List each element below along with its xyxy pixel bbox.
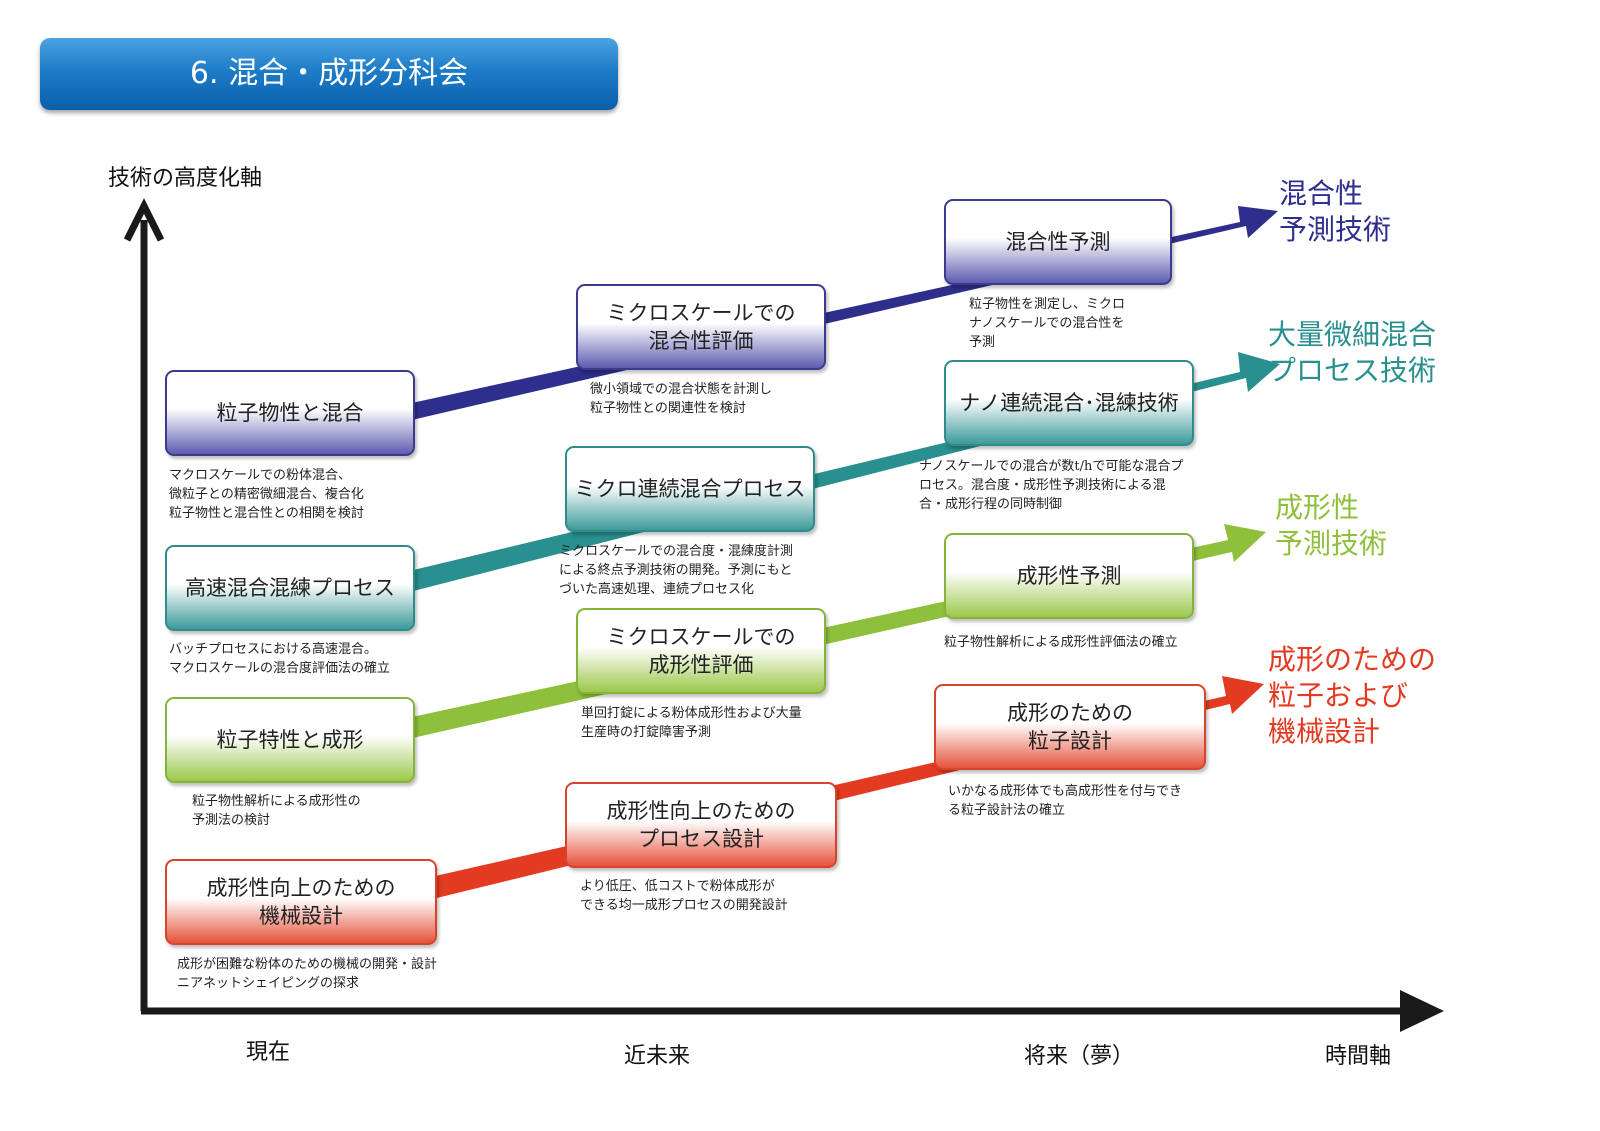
stage-title: ミクロスケールでの	[606, 301, 796, 325]
y-axis-label: 技術の高度化軸	[108, 166, 263, 191]
stage-desc-teal-3: ナノスケールでの混合が数t/hで可能な混合プ ロセス。混合度・成形性予測技術によ…	[919, 459, 1184, 512]
stage-box-blue-2: ミクロスケールでの 混合性評価	[576, 284, 826, 370]
stage-box-green-3: 成形性予測	[944, 533, 1194, 619]
stage-desc-blue-3: 粒子物性を測定し、ミクロ ナノスケールでの混合性を 予測	[969, 297, 1126, 350]
stage-desc-teal-2: ミクロスケールでの混合度・混練度計測 による終点予測技術の開発。予測にもと づい…	[559, 544, 794, 597]
stage-box-green-1: 粒子特性と成形	[165, 697, 415, 783]
time-label-near-future: 近未来	[624, 1044, 691, 1069]
stage-title: 混合性評価	[648, 329, 754, 353]
stage-box-red-3: 成形のための 粒子設計	[934, 684, 1206, 770]
stage-box-teal-3: ナノ連続混合･混練技術	[944, 360, 1194, 446]
stage-desc-green-3: 粒子物性解析による成形性評価法の確立	[944, 635, 1178, 650]
stage-desc-blue-2: 微小領域での混合状態を計測し 粒子物性との関連性を検討	[590, 382, 773, 416]
stage-title: 混合性予測	[1005, 230, 1111, 254]
stage-box-red-2: 成形性向上のための プロセス設計	[565, 782, 837, 868]
stage-title: 成形のための	[1007, 701, 1133, 725]
stage-box-teal-2: ミクロ連続混合プロセス	[565, 446, 815, 532]
stage-box-red-1: 成形性向上のための 機械設計	[165, 859, 437, 945]
stage-title: ミクロスケールでの	[606, 625, 796, 649]
stage-box-teal-1: 高速混合混練プロセス	[165, 545, 415, 631]
stage-title: 粒子特性と成形	[216, 728, 364, 752]
stage-box-green-2: ミクロスケールでの 成形性評価	[576, 608, 826, 694]
stage-desc-green-2: 単回打錠による粉体成形性および大量 生産時の打錠障害予測	[581, 706, 802, 740]
stage-desc-red-1: 成形が困難な粉体のための機械の開発・設計 ニアネットシェイピングの探求	[177, 957, 438, 991]
blue-track-arrow	[380, 206, 1278, 426]
goal-label-red: 成形のための 粒子および 機械設計	[1268, 643, 1437, 748]
stage-title: ナノ連続混合･混練技術	[959, 391, 1179, 415]
stage-title: 機械設計	[259, 904, 343, 928]
stage-title: 粒子設計	[1028, 729, 1112, 753]
y-axis-arrowhead	[123, 198, 165, 242]
goal-label-teal: 大量微細混合 プロセス技術	[1268, 318, 1437, 387]
stage-desc-red-3: いかなる成形体でも高成形性を付与でき る粒子設計法の確立	[948, 784, 1183, 818]
stage-desc-green-1: 粒子物性解析による成形性の 予測法の検討	[192, 794, 361, 828]
stage-title: 成形性向上のための	[606, 799, 796, 823]
x-axis-arrowhead	[1400, 990, 1444, 1032]
stage-desc-blue-1: マクロスケールでの粉体混合、 微粒子との精密微細混合、複合化 粒子物性と混合性と…	[169, 468, 364, 521]
stage-box-blue-3: 混合性予測	[944, 199, 1172, 285]
stage-title: 成形性向上のための	[206, 876, 396, 900]
stage-box-blue-1: 粒子物性と混合	[165, 370, 415, 456]
stage-desc-teal-1: バッチプロセスにおける高速混合。 マクロスケールの混合度評価法の確立	[169, 642, 391, 676]
page-title: 6. 混合・成形分科会	[40, 38, 618, 110]
stage-title: プロセス設計	[638, 827, 764, 851]
x-axis-label: 時間軸	[1325, 1044, 1392, 1069]
goal-label-blue: 混合性 予測技術	[1279, 177, 1392, 246]
stage-title: 高速混合混練プロセス	[185, 576, 395, 600]
stage-title: 成形性評価	[648, 653, 754, 677]
time-label-present: 現在	[246, 1040, 291, 1065]
stage-title: ミクロ連続混合プロセス	[574, 477, 806, 501]
stage-title: 成形性予測	[1016, 564, 1122, 588]
time-label-future: 将来（夢）	[1024, 1044, 1135, 1069]
teal-track-arrow	[380, 352, 1280, 598]
stage-desc-red-2: より低圧、低コストで粉体成形が できる均一成形プロセスの開発設計	[580, 879, 788, 913]
stage-title: 粒子物性と混合	[216, 401, 364, 425]
goal-label-green: 成形性 予測技術	[1275, 491, 1388, 560]
